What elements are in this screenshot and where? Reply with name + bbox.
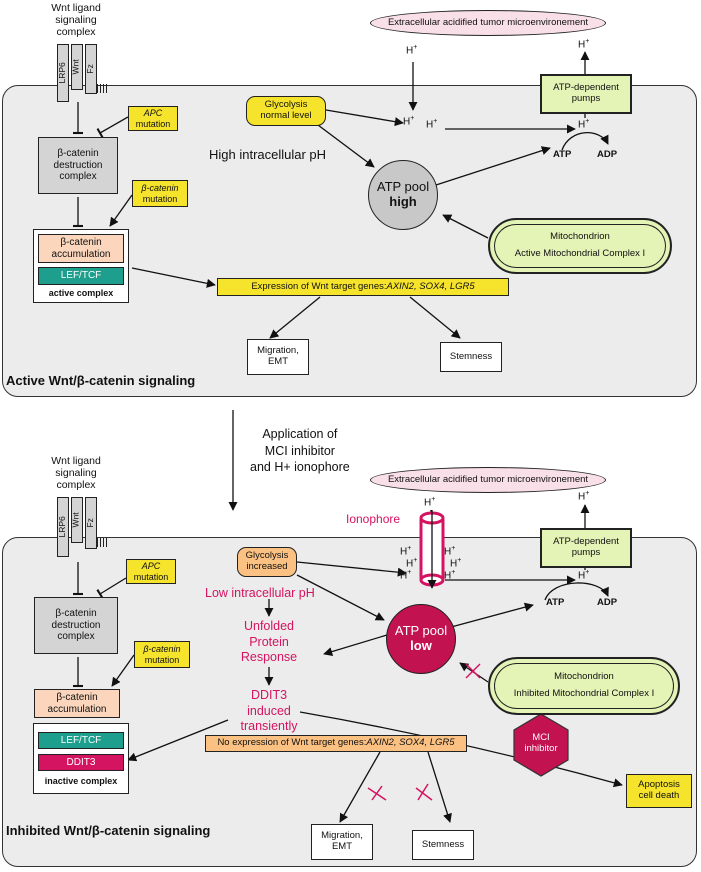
migration-box-bottom: Migration, EMT <box>311 824 373 860</box>
atp-label-top: ATP <box>553 149 572 160</box>
application-label: Application of MCI inhibitor and H+ iono… <box>250 427 350 474</box>
receptor-lrp6: LRP6 <box>57 44 69 102</box>
h-ion-bottom-pump: H+ <box>578 569 590 582</box>
wnt-complex-label-bottom: Wnt ligand signaling complex <box>51 455 101 492</box>
no-expression-box: No expression of Wnt target genes: AXIN2… <box>205 735 467 752</box>
low-ph-label: Low intracellular pH <box>205 586 315 600</box>
destruction-complex-box: β-catenin destruction complex <box>38 137 118 194</box>
high-ph-label: High intracellular pH <box>209 147 327 162</box>
h-ion-bottom-3: H+ <box>400 569 412 582</box>
h-ion-top-pump: H+ <box>578 118 590 131</box>
upr-label: Unfolded Protein Response <box>240 619 298 665</box>
ddit3-induced-label: DDIT3 induced transiently <box>240 688 298 734</box>
receptor-lrp6-bottom: LRP6 <box>57 497 69 557</box>
receptor-fz-bottom: Fz <box>85 497 97 549</box>
receptor-fz: Fz <box>85 44 97 94</box>
mci-inhibitor-label: MCI inhibitor <box>524 732 558 754</box>
atp-label-bottom: ATP <box>546 597 565 608</box>
active-complex-label: active complex <box>48 288 114 298</box>
extracellular-label: Extracellular acidified tumor microenvir… <box>370 10 606 36</box>
migration-box-top: Migration, EMT <box>247 339 309 375</box>
h-ion-bottom-out: H+ <box>578 490 590 503</box>
accumulation-box: β-catenin accumulation <box>38 234 124 263</box>
destruction-complex-box-bottom: β-catenin destruction complex <box>34 597 118 654</box>
lef-tcf-box-bottom: LEF/TCF <box>38 732 124 749</box>
ddit3-box: DDIT3 <box>38 754 124 771</box>
glycolysis-increased-box: Glycolysis increased <box>237 547 297 577</box>
h-ion-bottom-extra: H+ <box>424 496 436 509</box>
glycolysis-normal-box: Glycolysis normal level <box>246 96 326 126</box>
fz-stripes <box>97 84 109 93</box>
block-marks <box>367 663 481 801</box>
h-ion-bottom-5: H+ <box>450 557 462 570</box>
expression-box: Expression of Wnt target genes: AXIN2, S… <box>217 278 509 296</box>
wnt-complex-label: Wnt ligand signaling complex <box>51 2 101 39</box>
h-ion-bottom-6: H+ <box>444 569 456 582</box>
apoptosis-box: Apoptosis cell death <box>626 774 692 808</box>
accumulation-box-bottom: β-catenin accumulation <box>34 689 120 718</box>
h-ion-top-in2: H+ <box>426 118 438 131</box>
atp-pumps-bottom: ATP-dependent pumps <box>540 528 632 568</box>
inactive-complex-label: inactive complex <box>44 776 118 786</box>
h-ion-top-out: H+ <box>578 38 590 51</box>
mci-inhibitor-hexagon <box>513 713 569 777</box>
h-ion-bottom-4: H+ <box>444 545 456 558</box>
h-ion-bottom-1: H+ <box>400 545 412 558</box>
lef-tcf-box: LEF/TCF <box>38 267 124 285</box>
h-ion-bottom-2: H+ <box>406 557 418 570</box>
inhibited-panel-title: Inhibited Wnt/β-catenin signaling <box>6 823 211 838</box>
extracellular-label-bottom: Extracellular acidified tumor microenvir… <box>370 467 606 493</box>
receptor-wnt-bottom: Wnt <box>71 497 83 543</box>
receptor-wnt: Wnt <box>71 44 83 90</box>
adp-label-bottom: ADP <box>597 597 618 608</box>
stemness-box-top: Stemness <box>440 342 502 372</box>
fz-stripes-bottom <box>97 538 109 547</box>
adp-label-top: ADP <box>597 149 618 160</box>
active-panel-title: Active Wnt/β-catenin signaling <box>6 373 196 388</box>
h-ion-top-extra: H+ <box>406 44 418 57</box>
atp-pumps-top: ATP-dependent pumps <box>540 74 632 114</box>
h-ion-top-in1: H+ <box>403 115 415 128</box>
ionophore-label: Ionophore <box>346 512 401 526</box>
stemness-box-bottom: Stemness <box>412 830 474 860</box>
